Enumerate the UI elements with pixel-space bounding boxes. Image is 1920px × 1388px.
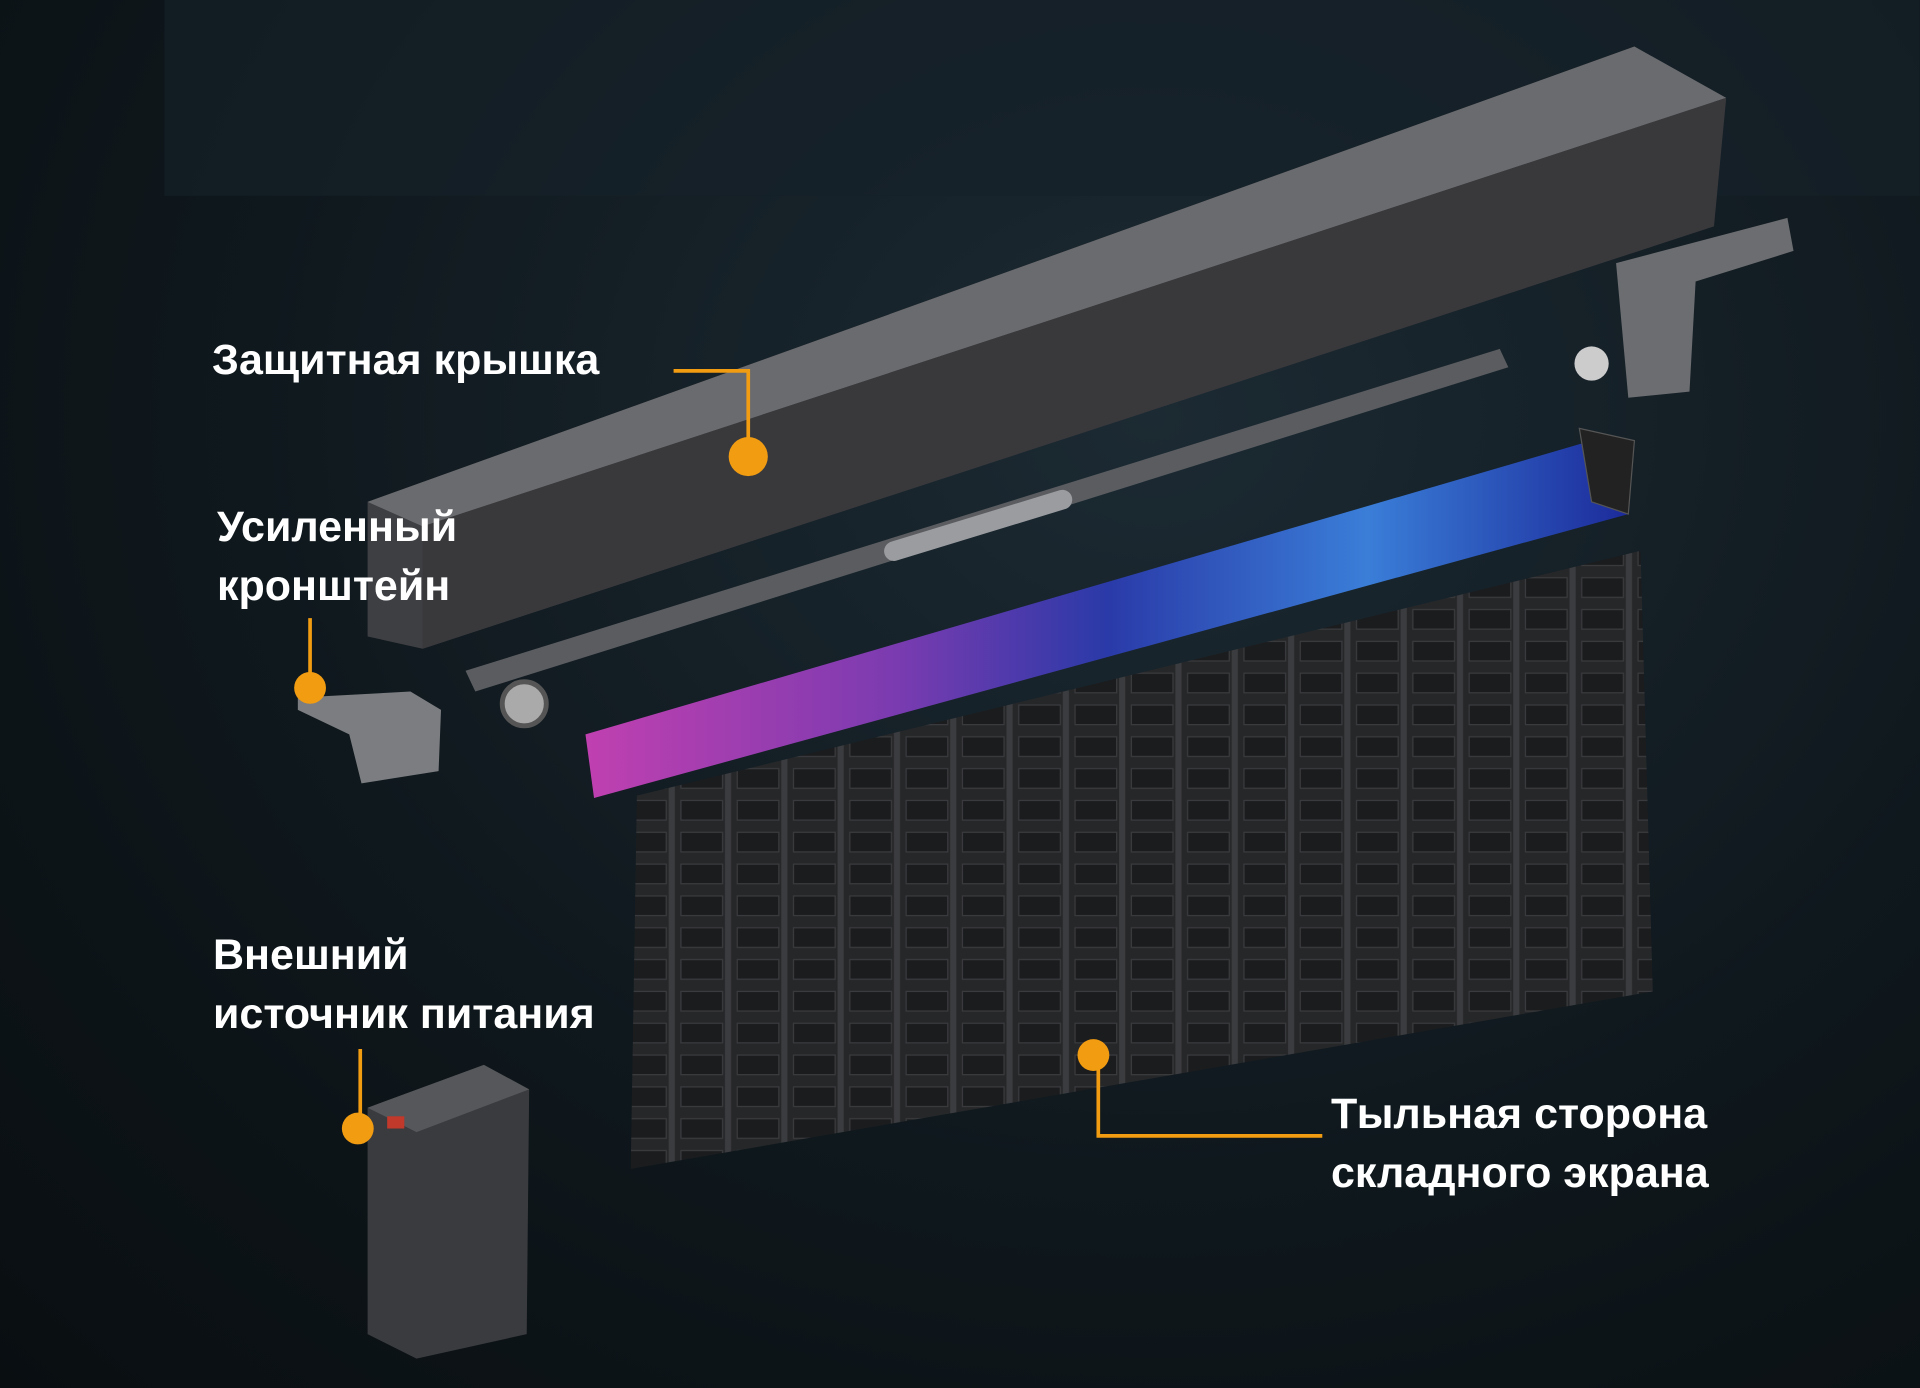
power-marker-dot bbox=[341, 1112, 374, 1145]
label-line: Тыльная сторона bbox=[1331, 1090, 1708, 1138]
rod bbox=[884, 489, 1073, 561]
label-line: Внешний bbox=[213, 931, 409, 979]
label-line: Усиленный bbox=[217, 503, 458, 551]
led-screen-strip bbox=[585, 440, 1629, 799]
label-power-supply: Внешний источник питания bbox=[213, 926, 595, 1044]
power-switch bbox=[387, 1116, 405, 1129]
roller-gear bbox=[499, 679, 549, 729]
power-supply-top bbox=[367, 1064, 530, 1133]
label-line: кронштейн bbox=[217, 562, 451, 610]
end-cap bbox=[1574, 346, 1609, 381]
roller-end bbox=[1578, 427, 1636, 515]
bracket-marker-dot bbox=[294, 671, 326, 704]
label-line: источник питания bbox=[213, 990, 595, 1038]
label-protective-cover: Защитная крышка bbox=[212, 336, 600, 384]
screen-marker-dot bbox=[1077, 1039, 1110, 1071]
reinforced-bracket bbox=[297, 691, 442, 784]
label-reinforced-bracket: Усиленный кронштейн bbox=[217, 498, 457, 616]
side-bracket bbox=[1616, 217, 1794, 398]
cover-marker-dot bbox=[728, 436, 768, 477]
cover-top bbox=[367, 46, 1727, 527]
label-screen-back: Тыльная сторона складного экрана bbox=[1331, 1085, 1709, 1203]
cover-front bbox=[422, 97, 1727, 649]
power-supply bbox=[367, 1064, 530, 1359]
label-line: складного экрана bbox=[1331, 1149, 1709, 1197]
screen-back-panel bbox=[630, 550, 1653, 1169]
